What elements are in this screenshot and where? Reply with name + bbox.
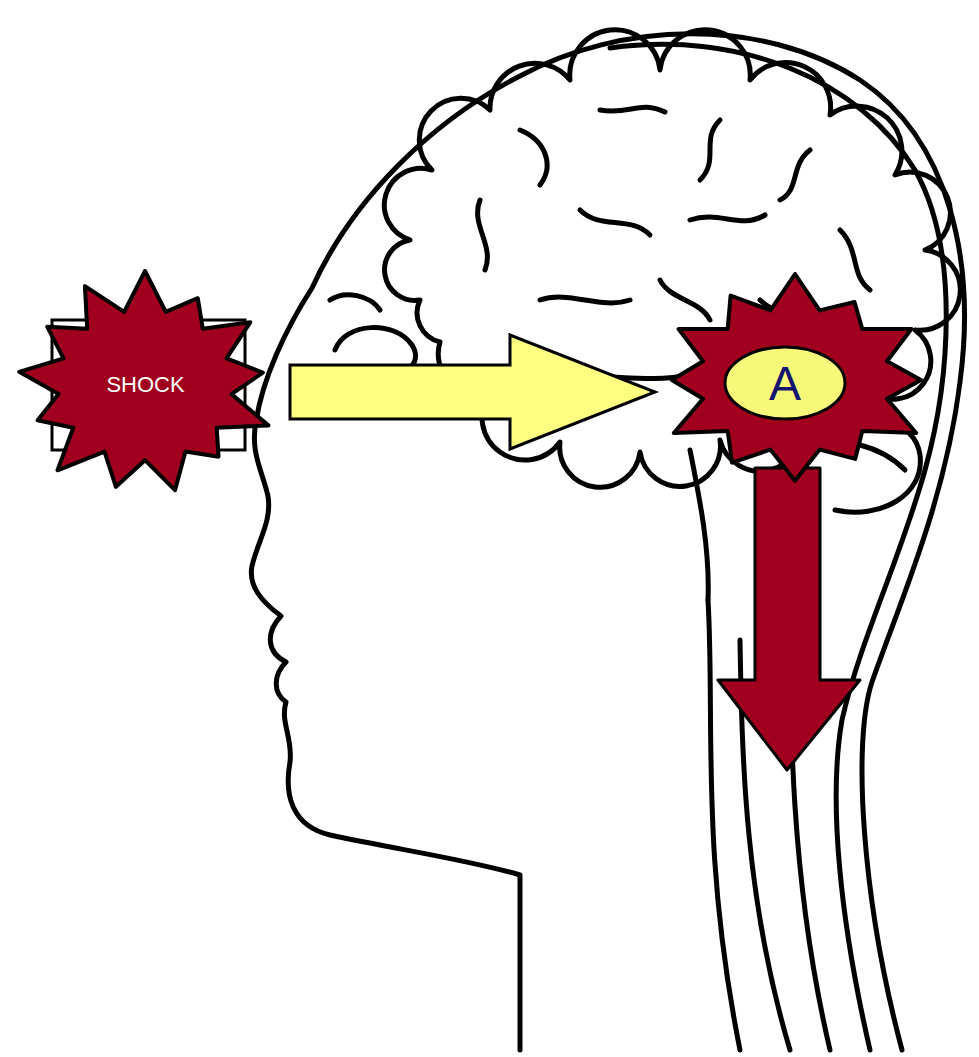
- brain-fold: [690, 215, 765, 221]
- brain-fold: [840, 230, 870, 290]
- spinal-line: [708, 600, 740, 1050]
- brain-fold: [540, 297, 630, 303]
- stimulus-burst: SHOCK: [15, 265, 290, 495]
- brain-fold: [478, 200, 488, 270]
- scalp-line: [610, 44, 946, 1050]
- brain-stem: [690, 450, 708, 600]
- brain-fold: [600, 107, 665, 112]
- brain-fold: [700, 120, 720, 180]
- brain-fold: [520, 130, 547, 185]
- brain-fold: [660, 280, 710, 320]
- brain-fold: [780, 150, 810, 200]
- head-outline: [251, 34, 964, 1050]
- stimulus-label: SHOCK: [106, 374, 184, 396]
- starburst: [19, 271, 268, 490]
- starburst: [672, 274, 921, 481]
- block-arrow: [290, 335, 655, 449]
- brain-fold: [580, 210, 650, 235]
- output-arrow: [718, 468, 860, 770]
- ellipse-outline: [725, 347, 845, 419]
- target-ellipse: A: [655, 272, 935, 487]
- ear: [330, 295, 380, 310]
- region-label: A: [769, 360, 801, 408]
- cerebellum-fold: [860, 445, 905, 470]
